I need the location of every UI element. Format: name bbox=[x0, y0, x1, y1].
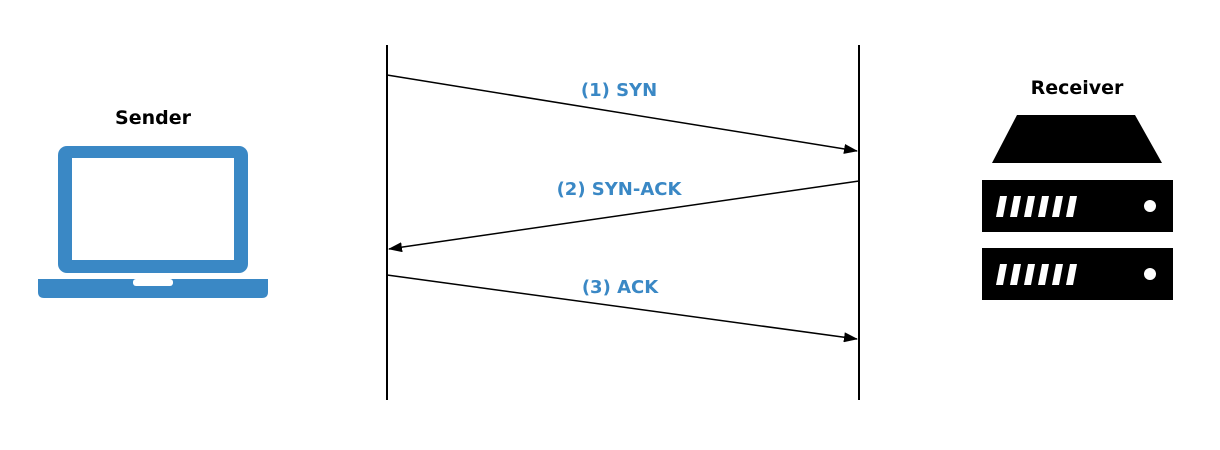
syn-arrow bbox=[386, 74, 858, 154]
syn-ack-label: (2) SYN-ACK bbox=[557, 179, 683, 200]
ack-arrow bbox=[386, 274, 858, 343]
syn-ack-arrow bbox=[388, 180, 860, 253]
ack-label: (3) ACK bbox=[582, 277, 659, 298]
syn-label: (1) SYN bbox=[581, 80, 657, 101]
receiver-label: Receiver bbox=[1031, 77, 1124, 99]
server-icon bbox=[982, 115, 1173, 300]
sender-label: Sender bbox=[115, 107, 192, 129]
laptop-icon bbox=[38, 146, 268, 298]
